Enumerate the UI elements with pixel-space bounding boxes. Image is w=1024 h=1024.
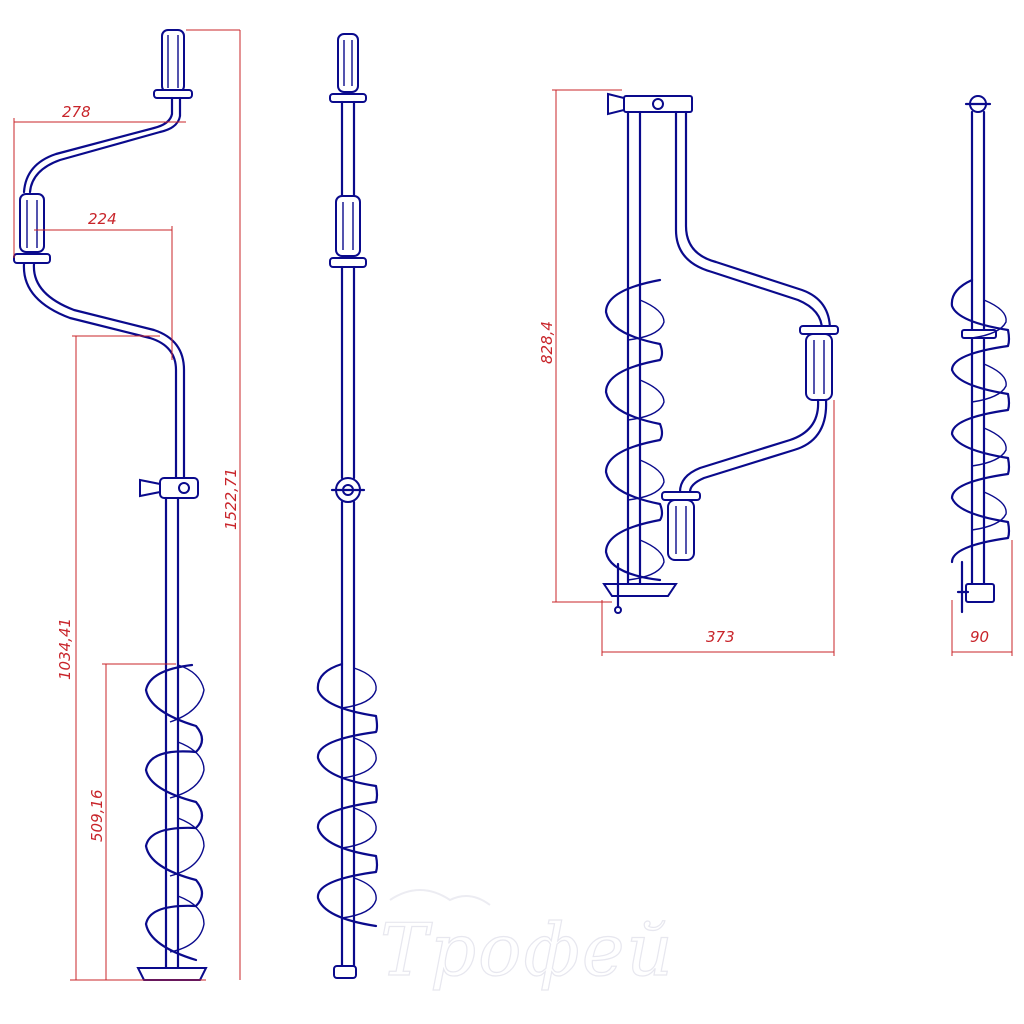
view-1-side-crank bbox=[13, 29, 208, 981]
front-top-grip bbox=[337, 33, 359, 93]
auger-flights bbox=[144, 663, 205, 962]
top-handle-grip bbox=[161, 29, 185, 93]
crank-tube-lower bbox=[22, 262, 178, 482]
cutting-head bbox=[136, 967, 208, 981]
watermark-text: Трофей bbox=[380, 908, 675, 992]
dim-90: 90 bbox=[970, 628, 989, 646]
top-handle-collar bbox=[153, 89, 193, 99]
view-4-dimensions: 90 bbox=[951, 540, 1013, 656]
watermark-logo: Трофей bbox=[379, 889, 675, 993]
view-4-folded-front bbox=[950, 95, 1011, 614]
dim-224: 224 bbox=[88, 210, 117, 228]
folded-crank-lower bbox=[678, 398, 820, 494]
mid-handle-collar bbox=[13, 253, 51, 264]
folded-wing-screw bbox=[607, 92, 625, 116]
view-2-front bbox=[316, 33, 379, 979]
folded-side-grip bbox=[805, 333, 833, 401]
front-auger-flights bbox=[316, 662, 379, 928]
clamp-wing-screw bbox=[139, 478, 161, 498]
folded-auger-flights bbox=[604, 278, 665, 582]
dim-278: 278 bbox=[62, 103, 91, 121]
dim-373: 373 bbox=[706, 628, 735, 646]
dim-1522-71: 1522,71 bbox=[222, 468, 240, 530]
folded-cutting-head bbox=[602, 583, 678, 597]
dim-1034-41: 1034,41 bbox=[56, 618, 74, 680]
front-cutting-head bbox=[333, 965, 357, 979]
folded-front-flights bbox=[950, 278, 1011, 564]
crank-tube-upper bbox=[28, 96, 182, 194]
view-3-folded bbox=[602, 92, 839, 614]
folded-crank-upper bbox=[674, 110, 824, 332]
dim-828-4: 828,4 bbox=[538, 321, 556, 364]
folded-front-cutting-head bbox=[965, 583, 995, 603]
dim-509-16: 509,16 bbox=[88, 790, 106, 843]
view-3-dimensions: 828,4 373 bbox=[538, 89, 835, 656]
mid-handle-grip bbox=[19, 193, 45, 253]
view-1-dimensions: 278 224 1522,71 1034,41 509,16 bbox=[13, 29, 241, 981]
folded-bottom-grip bbox=[667, 499, 695, 561]
front-mid-grip bbox=[335, 195, 361, 257]
